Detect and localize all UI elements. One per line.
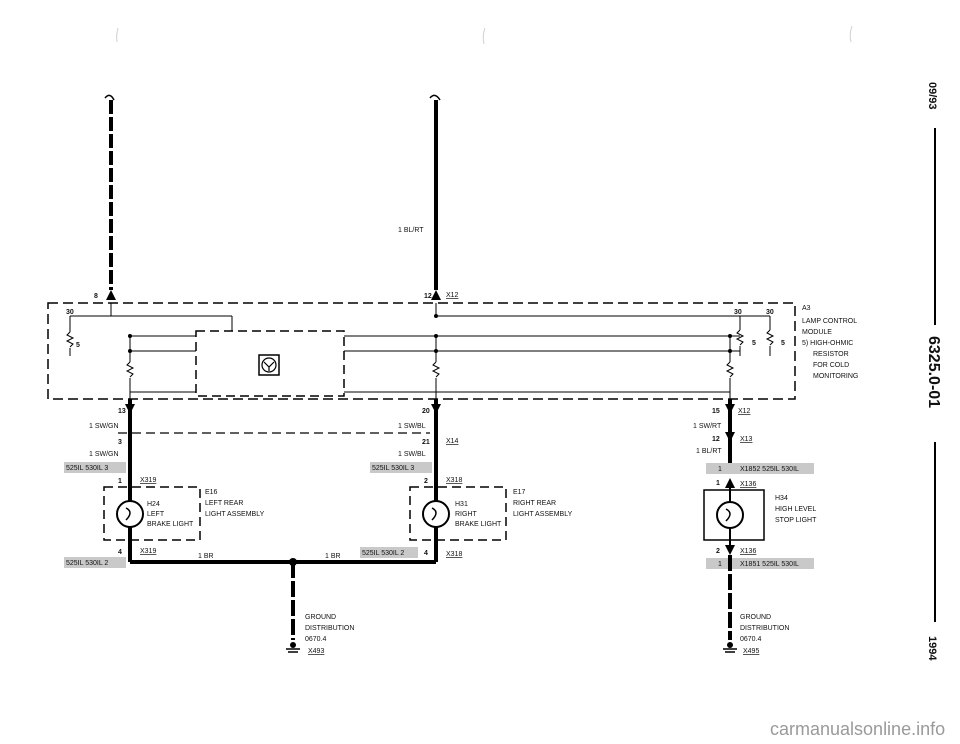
sidebar-date: 09/93	[926, 82, 938, 110]
module-pin-5-right-b: 5	[781, 340, 785, 347]
left-asm-ref: E16	[205, 489, 218, 496]
left-pin-1: 1	[118, 478, 122, 485]
left-branch-wire	[125, 399, 135, 562]
pin-8: 8	[94, 293, 98, 300]
right-wire-2: 1 BL/RT	[696, 448, 722, 455]
center-lamp-box	[409, 486, 507, 541]
right-shaded-label-2: X1851 525IL 530IL	[740, 561, 799, 568]
center-pin-2: 2	[424, 478, 428, 485]
right-pin-1: 1	[716, 480, 720, 487]
left-shaded-label-1: 525IL 530IL 3	[66, 465, 108, 472]
right-lamp-ref: H34	[775, 495, 788, 502]
center-lamp-line2: BRAKE LIGHT	[455, 521, 502, 528]
right-connector-x136-top: X136	[740, 481, 756, 488]
left-pin-3: 3	[118, 439, 122, 446]
module-line1: LAMP CONTROL	[802, 318, 857, 325]
module-note4: MONITORING	[813, 373, 858, 380]
center-asm-line1: RIGHT REAR	[513, 500, 556, 507]
left-shaded-label-2: 525IL 530IL 2	[66, 560, 108, 567]
right-ground-line1: GROUND	[740, 614, 771, 621]
right-ground-line3: 0670.4	[740, 636, 762, 643]
module-pin-5-left: 5	[76, 342, 80, 349]
left-wire-2: 1 SW/GN	[89, 451, 119, 458]
center-pin-20: 20	[422, 408, 430, 415]
center-asm-ref: E17	[513, 489, 526, 496]
connector-x12-top: X12	[446, 292, 459, 299]
center-lamp-ref: H31	[455, 501, 468, 508]
right-shaded-pin-2: 1	[718, 561, 722, 568]
center-connector-x318-top: X318	[446, 477, 462, 484]
right-ground-line2: DISTRIBUTION	[740, 625, 789, 632]
right-wire-1: 1 SW/RT	[693, 423, 722, 430]
right-branch-wire	[725, 399, 735, 474]
left-feed-wire	[104, 94, 116, 300]
right-pin-15: 15	[712, 408, 720, 415]
module-ref: A3	[802, 305, 811, 312]
left-ground-icon	[286, 642, 300, 653]
center-connector-x14: X14	[446, 438, 459, 445]
high-level-stop-lamp-icon	[716, 501, 744, 529]
center-pin-4: 4	[424, 550, 428, 557]
control-unit-icon	[258, 354, 280, 376]
module-note2: RESISTOR	[813, 351, 849, 358]
sidebar-year: 1994	[926, 636, 938, 661]
left-wire-1: 1 SW/GN	[89, 423, 119, 430]
left-ground-line2: DISTRIBUTION	[305, 625, 354, 632]
center-lamp-line1: RIGHT	[455, 511, 478, 518]
left-connector-x319-top: X319	[140, 477, 156, 484]
right-lamp-line1: HIGH LEVEL	[775, 506, 816, 513]
wire-label-bl-rt: 1 BL/RT	[398, 227, 424, 234]
right-brake-light-lamp-icon	[422, 500, 450, 528]
left-ground-line1: GROUND	[305, 614, 336, 621]
right-pin-12: 12	[712, 436, 720, 443]
left-lamp-ref: H24	[147, 501, 160, 508]
module-pin-5-right-a: 5	[752, 340, 756, 347]
center-asm-line2: LIGHT ASSEMBLY	[513, 511, 573, 518]
left-asm-line1: LEFT REAR	[205, 500, 243, 507]
module-line2: MODULE	[802, 329, 832, 336]
left-brake-light-lamp-icon	[116, 500, 144, 528]
left-lamp-box	[103, 486, 201, 541]
left-lamp-line2: BRAKE LIGHT	[147, 521, 194, 528]
right-shaded-pin-1: 1	[718, 466, 722, 473]
center-wire-2: 1 SW/BL	[398, 451, 426, 458]
left-pin-4: 4	[118, 549, 122, 556]
module-junction-dots	[128, 314, 732, 353]
right-shaded-label-1: X1852 525IL 530IL	[740, 466, 799, 473]
center-wire-1: 1 SW/BL	[398, 423, 426, 430]
center-pin-21: 21	[422, 439, 430, 446]
right-connector-x136-bottom: X136	[740, 548, 756, 555]
module-pin-30-left: 30	[66, 309, 74, 316]
left-ground-line3: 0670.4	[305, 636, 327, 643]
center-connector-x318-bottom: X318	[446, 551, 462, 558]
high-stop-lamp-box	[703, 489, 765, 541]
left-asm-line2: LIGHT ASSEMBLY	[205, 511, 265, 518]
left-lamp-line1: LEFT	[147, 511, 165, 518]
right-connector-x12: X12	[738, 408, 751, 415]
left-connector-x319-bottom: X319	[140, 548, 156, 555]
module-pin-30-right-b: 30	[766, 309, 774, 316]
right-lamp-line2: STOP LIGHT	[775, 517, 817, 524]
right-ground-connector: X495	[743, 648, 759, 655]
module-boundary	[47, 302, 796, 400]
sidebar-doc-number: 6325.0-01	[925, 336, 942, 408]
watermark: carmanualsonline.info	[770, 719, 945, 739]
center-feed-wire	[429, 94, 441, 300]
module-internal-wiring	[65, 303, 775, 399]
left-pin-13: 13	[118, 408, 126, 415]
center-shaded-label-2: 525IL 530IL 2	[362, 550, 404, 557]
module-note3: FOR COLD	[813, 362, 849, 369]
module-note1: 5) HIGH-OHMIC	[802, 340, 853, 347]
right-connector-x13: X13	[740, 436, 753, 443]
right-pin-2: 2	[716, 548, 720, 555]
right-ground-icon	[723, 642, 737, 653]
center-wire-br: 1 BR	[325, 553, 341, 560]
module-pin-30-right-a: 30	[734, 309, 742, 316]
center-branch-wire	[431, 399, 441, 562]
left-wire-br: 1 BR	[198, 553, 214, 560]
pin-12: 12	[424, 293, 432, 300]
left-ground-connector: X493	[308, 648, 324, 655]
center-shaded-label-1: 525IL 530IL 3	[372, 465, 414, 472]
